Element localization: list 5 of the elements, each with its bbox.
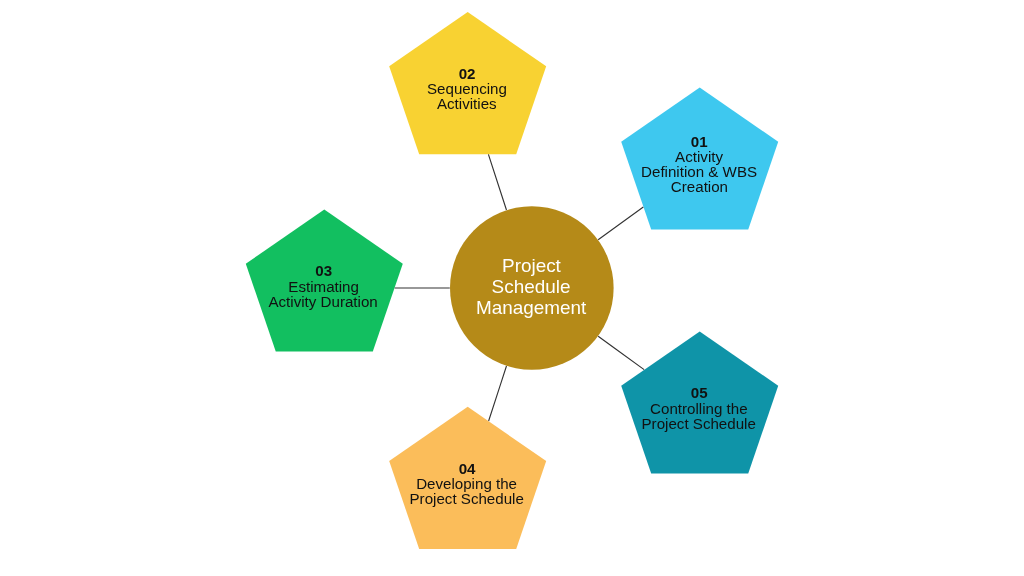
connector [597,206,644,241]
connector [488,365,508,422]
node-circle: Project Schedule Management [450,206,614,370]
connector [597,335,645,371]
connector [487,153,508,211]
